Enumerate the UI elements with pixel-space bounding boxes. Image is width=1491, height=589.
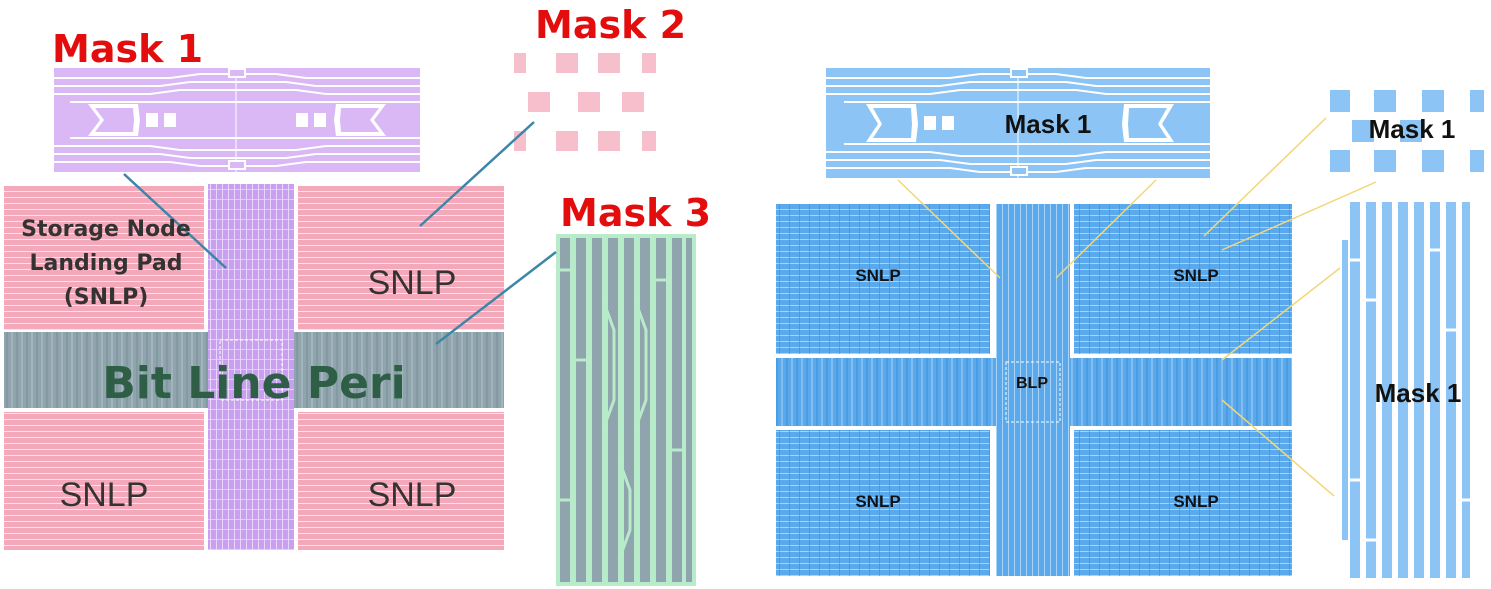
blp-label: BLP: [1016, 375, 1048, 392]
snlp-label-br-right: SNLP: [1173, 492, 1218, 511]
snlp-label-tl-right: SNLP: [855, 266, 900, 285]
bit-line-peri-label: Bit Line Peri: [102, 358, 405, 409]
mask1-dots-right: [1330, 90, 1484, 172]
mask1-column-right: [1342, 202, 1470, 578]
snlp-label-top-right: SNLP: [368, 264, 457, 302]
mask1-label-dots-right: Mask 1: [1369, 114, 1456, 144]
snlp-block-top-right: [298, 186, 504, 330]
mask1-vertical-column-right: [996, 204, 1070, 576]
snlp-block-tl-right: [776, 204, 990, 354]
storage-node-label-2: Landing Pad: [29, 251, 182, 276]
mask1-title-left: Mask 1: [52, 27, 203, 71]
snlp-block-tr-right: [1074, 204, 1292, 354]
snlp-block-br-right: [1074, 430, 1292, 576]
right-panel: Mask 1 Mask 1 Mask 1 SNLP SNLP SNLP SNLP…: [776, 68, 1484, 578]
snlp-block-bl-right: [776, 430, 990, 576]
snlp-label-bottom-left: SNLP: [60, 476, 149, 514]
snlp-block-bottom-right: [298, 412, 504, 550]
snlp-label-bottom-right: SNLP: [368, 476, 457, 514]
leader-lines-right: [897, 117, 1377, 497]
mask1-vertical-column-left: [208, 184, 294, 550]
snlp-block-top-left: [4, 186, 204, 330]
storage-node-label-1: Storage Node: [21, 217, 191, 242]
mask1-layout-right: [826, 68, 1210, 178]
mask3-column: [556, 234, 696, 586]
mask1-layout-left: [54, 68, 420, 172]
mask1-label-top-right: Mask 1: [1005, 109, 1092, 139]
snlp-label-bl-right: SNLP: [855, 492, 900, 511]
mask3-title: Mask 3: [560, 191, 711, 235]
mask2-dots: [514, 53, 656, 151]
mask1-label-column-right: Mask 1: [1375, 378, 1462, 408]
leader-lines-left: [123, 121, 557, 345]
mask2-title: Mask 2: [535, 3, 686, 47]
snlp-block-bottom-left: [4, 412, 204, 550]
snlp-label-tr-right: SNLP: [1173, 266, 1218, 285]
storage-node-label-3: (SNLP): [64, 285, 149, 310]
left-panel: Mask 1 Mask 2 Mask 3 Storage Node Landin…: [4, 3, 711, 586]
